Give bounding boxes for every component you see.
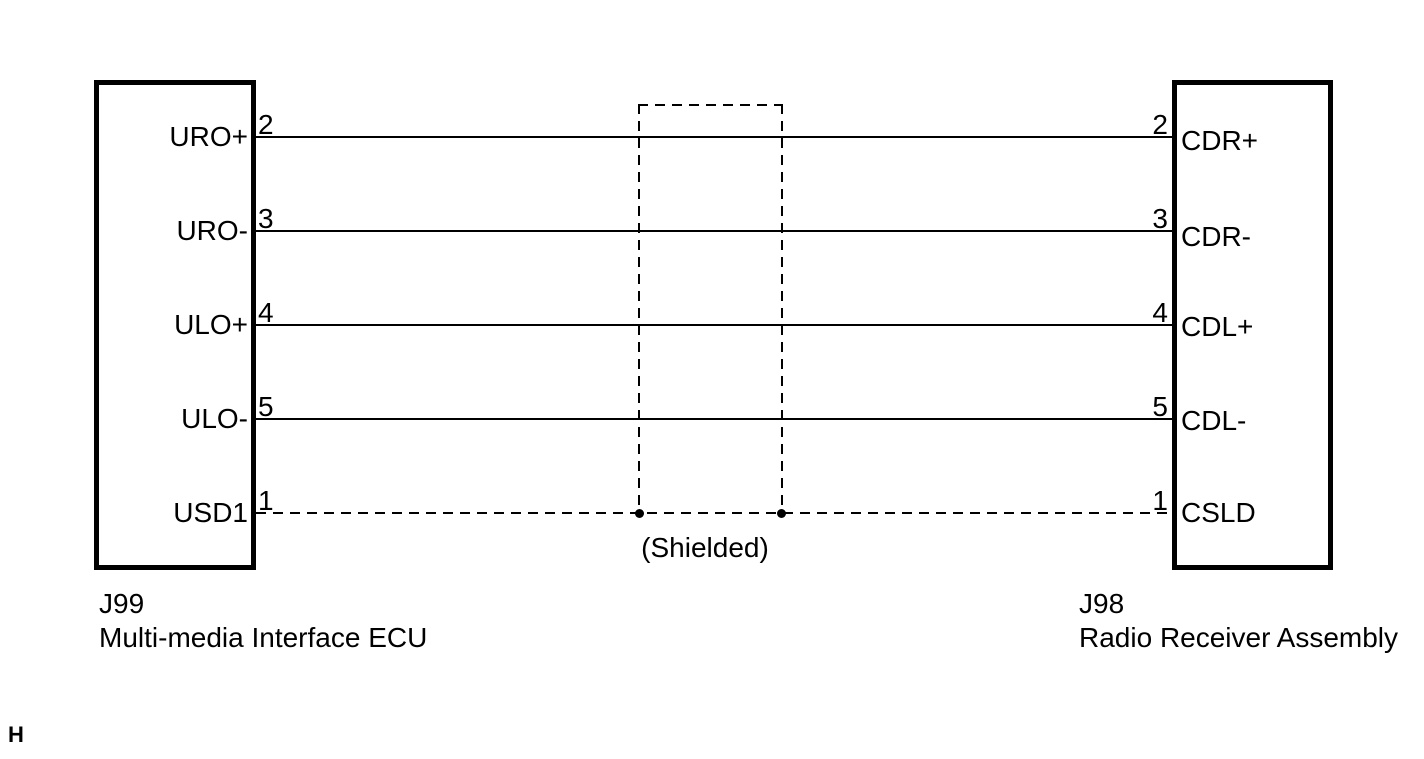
pin-number: 3: [258, 203, 274, 234]
pin-number: 5: [1152, 391, 1168, 422]
wire-ulo-minus: [256, 418, 1172, 420]
pin-label-uro-minus: URO-: [176, 215, 248, 246]
shield-junction-dot: [777, 509, 786, 518]
wire-uro-plus: [256, 136, 1172, 138]
pin-label-cdr-plus: CDR+: [1181, 125, 1259, 156]
pin-number: 2: [258, 109, 274, 140]
right-connector-box: [1172, 80, 1333, 570]
left-connector-caption: J99 Multi-media Interface ECU: [99, 587, 427, 655]
pin-label-cdl-plus: CDL+: [1181, 311, 1254, 342]
shield-outline-left: [638, 104, 640, 514]
pin-label-csld: CSLD: [1181, 497, 1256, 528]
left-connector-name: Multi-media Interface ECU: [99, 622, 428, 653]
left-connector-box: [94, 80, 256, 570]
pin-label-cdl-minus: CDL-: [1181, 405, 1247, 436]
pin-number: 2: [1152, 109, 1168, 140]
pin-label-uro-plus: URO+: [169, 121, 248, 152]
right-connector-code: J98: [1079, 588, 1125, 619]
pin-label-cdr-minus: CDR-: [1181, 221, 1251, 252]
pin-number: 4: [258, 297, 274, 328]
left-connector-code: J99: [99, 588, 145, 619]
wire-uro-minus: [256, 230, 1172, 232]
shield-junction-dot: [635, 509, 644, 518]
pin-label-ulo-minus: ULO-: [181, 403, 248, 434]
pin-label-ulo-plus: ULO+: [174, 309, 248, 340]
shield-outline-top: [638, 104, 783, 106]
pin-number: 3: [1152, 203, 1168, 234]
shield-caption: (Shielded): [641, 532, 769, 563]
pin-number: 5: [258, 391, 274, 422]
wire-shield-drain: [256, 512, 1172, 514]
pin-number: 1: [1152, 485, 1168, 516]
pin-label-usd1: USD1: [173, 497, 248, 528]
pin-number: 4: [1152, 297, 1168, 328]
right-connector-caption: J98 Radio Receiver Assembly: [1079, 587, 1398, 655]
right-connector-name: Radio Receiver Assembly: [1079, 622, 1399, 653]
wire-ulo-plus: [256, 324, 1172, 326]
pin-number: 1: [258, 485, 274, 516]
page-marker: H: [8, 722, 24, 747]
shield-outline-right: [781, 104, 783, 514]
